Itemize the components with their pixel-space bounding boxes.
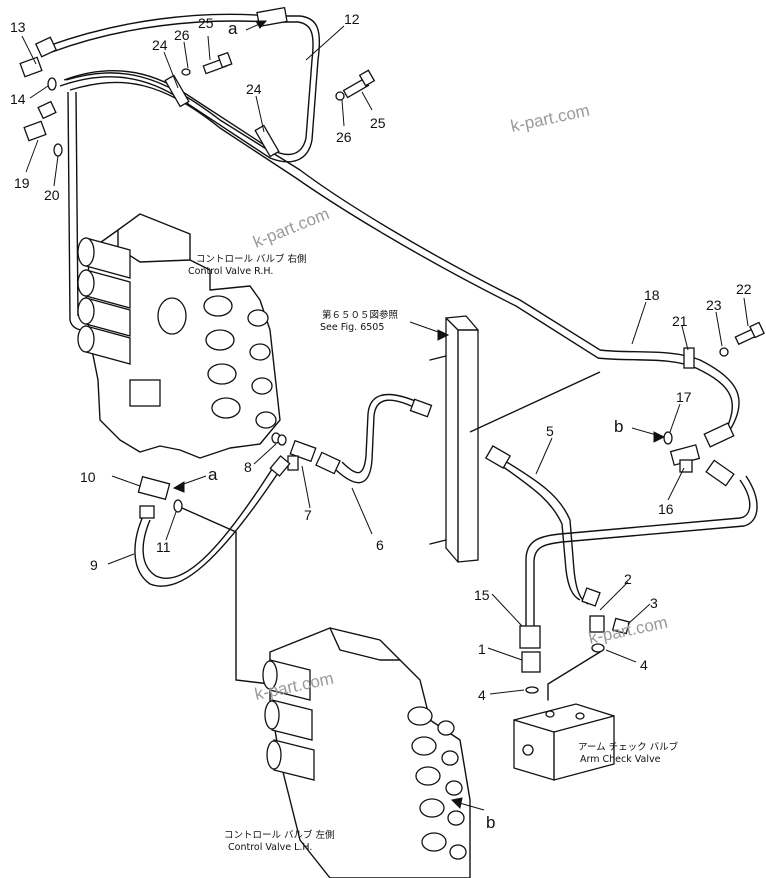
callout-1: 1 [478, 641, 486, 657]
pipe-12 [47, 13, 321, 163]
washer-23 [719, 347, 729, 357]
clamp-24-left [164, 74, 190, 108]
o-ring-14 [47, 77, 57, 91]
callout-9: 9 [90, 557, 98, 573]
fitting-2 [581, 587, 605, 633]
caption-see-fig-jp: 第６５０５図参照 [322, 309, 399, 321]
pipe-to-lh-valve [181, 507, 271, 685]
callout-3: 3 [650, 595, 658, 611]
callout-13: 13 [10, 19, 26, 35]
pipe-18-end-fitting [703, 422, 735, 448]
watermark: k-part.com [250, 204, 332, 252]
fitting-1 [521, 651, 541, 673]
callout-10: 10 [80, 469, 96, 485]
washer-26-top [181, 68, 191, 76]
callout-22: 22 [736, 281, 752, 297]
control-valve-lh [262, 627, 471, 878]
callout-20: 20 [44, 187, 60, 203]
callout-23: 23 [706, 297, 722, 313]
link-line [469, 371, 601, 433]
caption-control-valve-rh-en: Control Valve R.H. [188, 266, 273, 277]
bolt-25-right [342, 69, 376, 99]
caption-control-valve-lh-en: Control Valve L.H. [228, 842, 312, 853]
o-ring-4-left [525, 686, 539, 694]
callout-14: 14 [10, 91, 26, 107]
callout-16: 16 [658, 501, 674, 517]
manifold-6505 [429, 315, 479, 563]
callout-19: 19 [14, 175, 30, 191]
pipe-18 [65, 72, 740, 435]
fitting-3 [611, 617, 631, 635]
callout-21: 21 [672, 313, 688, 329]
connection-letter-a-top: a [228, 19, 238, 38]
tee-16 [669, 444, 701, 473]
o-ring-8 [277, 434, 287, 446]
hose-5 [499, 457, 589, 605]
callout-15: 15 [474, 587, 490, 603]
caption-control-valve-lh-jp: コントロール バルブ 左側 [224, 829, 335, 841]
callout-12: 12 [344, 11, 360, 27]
callout-25-top: 25 [198, 15, 214, 31]
callout-7: 7 [304, 507, 312, 523]
connection-letter-a-mid: a [208, 465, 218, 484]
tee-10 [137, 475, 171, 519]
caption-arm-check-valve-en: Arm Check Valve [580, 754, 661, 765]
callout-17: 17 [676, 389, 692, 405]
callout-6: 6 [376, 537, 384, 553]
caption-control-valve-rh-jp: コントロール バルブ 右側 [196, 253, 307, 265]
hose-9 [134, 469, 281, 587]
callout-25-right: 25 [370, 115, 386, 131]
callout-5: 5 [546, 423, 554, 439]
callout-26-top: 26 [174, 27, 190, 43]
o-ring-20 [53, 143, 63, 157]
callout-18: 18 [644, 287, 660, 303]
callout-2: 2 [624, 571, 632, 587]
pipe-6 [335, 399, 421, 484]
callout-4-right: 4 [640, 657, 648, 673]
callout-24-left: 24 [152, 37, 168, 53]
connection-letter-b-bottom: b [486, 813, 495, 832]
o-ring-17 [663, 431, 673, 445]
fitting-15-nut [519, 625, 541, 649]
callout-4-left: 4 [478, 687, 486, 703]
tee-7 [287, 439, 317, 471]
watermark: k-part.com [509, 101, 591, 136]
callout-26-right: 26 [336, 129, 352, 145]
caption-arm-check-valve-jp: アーム チェック バルブ [578, 741, 679, 753]
o-ring-11 [173, 499, 183, 513]
bolt-25-top [202, 51, 233, 75]
callout-24-right: 24 [246, 81, 262, 97]
connection-letter-b-right: b [614, 417, 623, 436]
caption-see-fig-en: See Fig. 6505 [320, 322, 384, 333]
fitting-13 [19, 36, 58, 78]
washer-26-right [335, 91, 345, 101]
clamp-24-right [254, 124, 280, 158]
o-ring-4-right [591, 643, 605, 653]
arm-check-valve [513, 651, 615, 781]
callout-8: 8 [244, 459, 252, 475]
fitting-19 [23, 100, 57, 142]
clamp-21 [683, 347, 695, 369]
callout-11: 11 [156, 539, 171, 555]
bolt-22 [734, 321, 765, 346]
pipe-15 [525, 479, 751, 634]
control-valve-rh [77, 213, 281, 459]
